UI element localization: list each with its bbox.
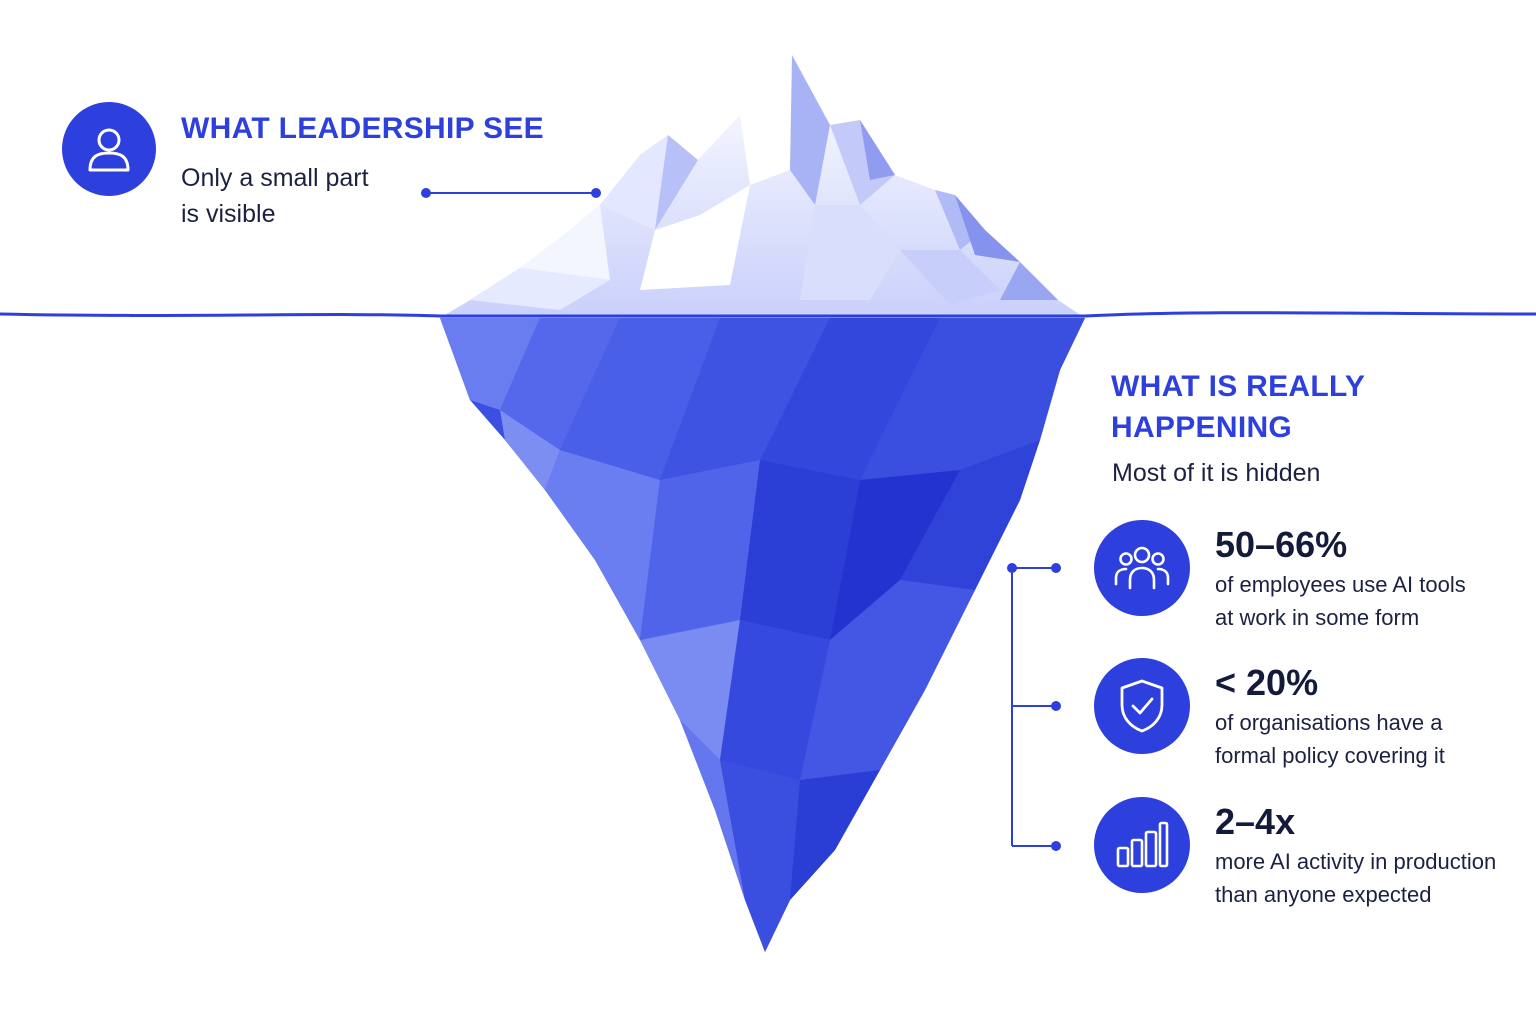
stat-activity: 2–4x more AI activity in production than… [1094,797,1534,917]
reality-title-line1: WHAT IS REALLY [1111,370,1366,403]
leadership-subtitle: Only a small part is visible [181,160,441,232]
stat-description: of organisations have a formal policy co… [1215,706,1535,772]
reality-title: WHAT IS REALLY HAPPENING [1111,366,1471,448]
leadership-subtitle-line2: is visible [181,200,276,228]
stat-description-line1: of organisations have a [1215,710,1443,735]
stat-description-line1: more AI activity in production [1215,849,1497,874]
stat-description-line2: at work in some form [1215,605,1420,630]
user-icon [62,102,156,196]
leadership-title: WHAT LEADERSHIP SEE [181,112,544,145]
stat-policy: < 20% of organisations have a formal pol… [1094,658,1534,778]
stat-description-line1: of employees use AI tools [1215,572,1466,597]
stat-value: 50–66% [1215,524,1348,565]
stat-value: < 20% [1215,662,1319,703]
stat-description-line2: than anyone expected [1215,882,1432,907]
stat-value: 2–4x [1215,801,1296,842]
waterline [0,311,1536,318]
leadership-connector [421,188,601,198]
stat-employees: 50–66% of employees use AI tools at work… [1094,520,1534,640]
reality-title-line2: HAPPENING [1111,411,1293,444]
bar-chart-icon [1094,797,1190,893]
reality-subtitle: Most of it is hidden [1112,459,1321,487]
stat-description: of employees use AI tools at work in som… [1215,568,1535,634]
stat-description-line2: formal policy covering it [1215,743,1445,768]
stats-bracket [1007,563,1061,851]
stat-description: more AI activity in production than anyo… [1215,845,1535,911]
leadership-subtitle-line1: Only a small part [181,164,369,192]
iceberg-tip [440,55,1085,318]
people-group-icon [1094,520,1190,616]
iceberg-underwater [440,318,1085,952]
shield-check-icon [1094,658,1190,754]
